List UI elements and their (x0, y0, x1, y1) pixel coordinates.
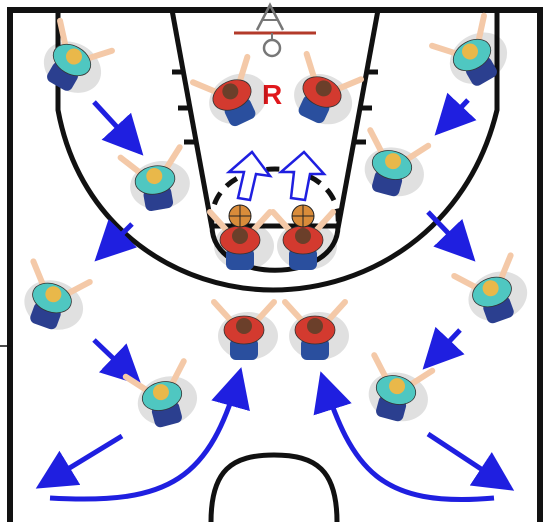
player-light-right-corner-top (429, 12, 508, 86)
rebound-label: R (262, 79, 282, 110)
player-dark-elbow-left-ball (207, 204, 274, 270)
arrow-right-3 (422, 326, 465, 370)
up-arrow-left-icon (225, 150, 273, 202)
movement-arrows (35, 92, 515, 503)
player-dark-top-left (211, 299, 278, 360)
arrow-left-3 (92, 338, 142, 386)
player-light-right-wing-high (364, 127, 432, 197)
player-dark-top-right (282, 299, 349, 360)
three-point-line (55, 10, 500, 293)
arrow-curve-right (313, 371, 495, 503)
basket-support-icon (255, 2, 285, 31)
up-arrow-right-icon (277, 150, 327, 202)
lane-hash-marks (172, 69, 378, 145)
rim-icon (262, 38, 282, 58)
player-dark-block-left (189, 53, 268, 127)
basket (234, 2, 316, 58)
player-light-left-corner-top (43, 17, 115, 93)
free-throw-circle-dashed (209, 166, 341, 227)
arrow-left-1 (92, 100, 144, 156)
free-throw-circle-solid (209, 225, 341, 273)
player-dark-elbow-right-ball (270, 204, 337, 270)
arrow-curve-left (49, 367, 250, 502)
player-light-right-wing-low (368, 352, 436, 422)
center-circle (208, 452, 340, 522)
cut-arrows (225, 150, 327, 202)
player-light-left-wing-high (117, 144, 190, 212)
player-dark-block-right (294, 50, 365, 125)
lane-left-line (169, 9, 215, 229)
lane-right-line (335, 9, 381, 229)
court-lines (7, 7, 543, 522)
arrow-right-1 (434, 92, 477, 136)
court-boundary (7, 7, 543, 522)
player-light-right-wing-mid (451, 252, 528, 324)
arrow-right-2 (426, 210, 476, 262)
arrow-right-4 (426, 431, 515, 491)
player-light-left-wing-mid (24, 258, 93, 330)
player-light-left-wing-low (122, 358, 198, 428)
arrow-left-4 (35, 433, 124, 489)
players-layer (24, 12, 528, 428)
arrow-left-2 (94, 219, 137, 262)
